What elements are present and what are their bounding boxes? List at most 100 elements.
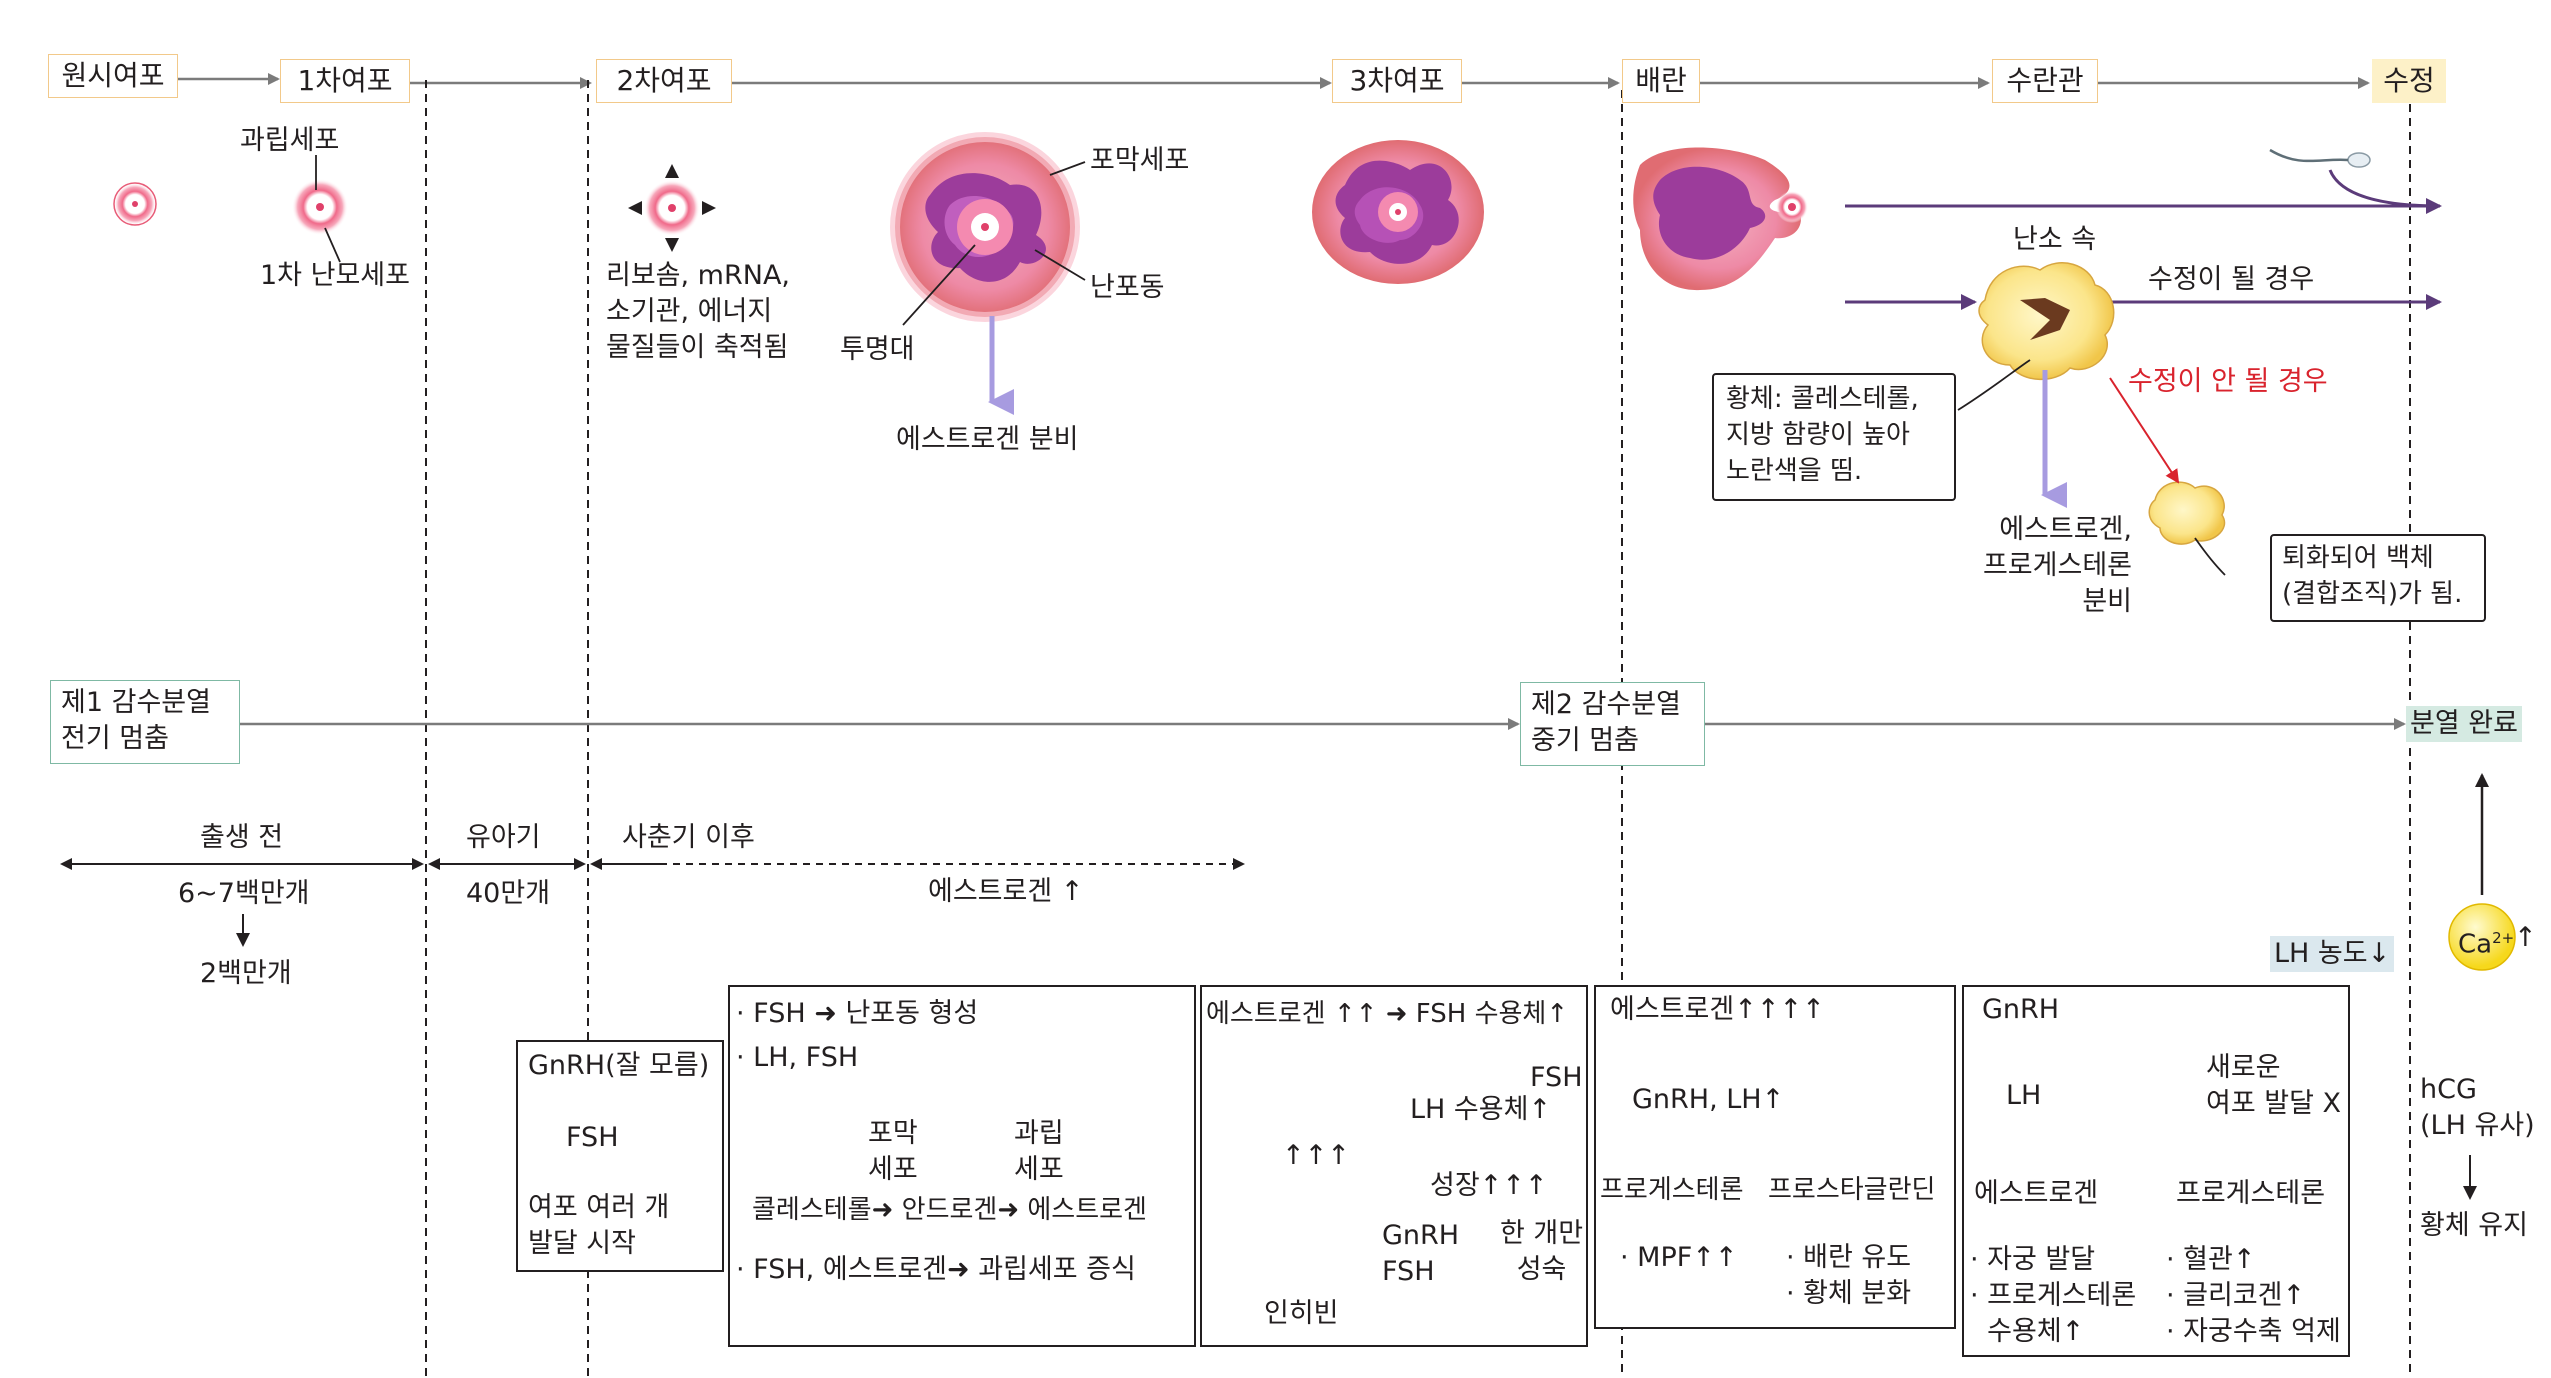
meiosis2-line: 제2 감수분열	[1531, 689, 1681, 720]
panel3-result-line: 성숙	[1516, 1254, 1567, 1285]
graafian-follicle	[1312, 140, 1484, 284]
panel1-result-line: 여포 여러 개	[528, 1192, 670, 1223]
calcium-label: Ca2+	[2458, 920, 2514, 963]
primary-follicle	[292, 179, 348, 235]
calcium-ion	[2448, 773, 2516, 971]
panel3-gnrh: GnRH	[1382, 1220, 1460, 1251]
oocyte-path-arrows	[1845, 169, 2442, 310]
childhood-label: 유아기	[466, 822, 541, 853]
panel-childhood	[516, 1040, 724, 1272]
panel5-estrogen-effect-line: · 프로게스테론	[1970, 1280, 2137, 1311]
puberty-label: 사춘기 이후	[622, 822, 755, 853]
panel2-theca: 포막 세포	[868, 1116, 918, 1188]
albicans-note-line: 퇴화되어 백체	[2282, 543, 2434, 573]
panel5-new-follicle-line: 여포 발달 X	[2206, 1088, 2342, 1119]
luteal-hormone-line: 분비	[2082, 586, 2132, 617]
panel5-gnrh: GnRH	[1982, 994, 2060, 1025]
sperm-icon	[2269, 148, 2371, 168]
meiosis2-line: 중기 멈춤	[1531, 725, 1639, 756]
stage-primordial: 원시여포	[48, 54, 178, 98]
panel4-ovulation-line: · 황체 분화	[1786, 1278, 1912, 1309]
stage-primary: 1차여포	[280, 59, 410, 103]
meiosis2-arrest-box: 제2 감수분열 중기 멈춤	[1520, 682, 1705, 766]
panel3-arrows: ↑↑↑	[1282, 1140, 1350, 1171]
panel2-line2: · LH, FSH	[736, 1042, 859, 1073]
hcg-label-line: hCG	[2420, 1074, 2477, 1105]
corpus-luteum-note-line: 노란색을 띰.	[1726, 456, 1863, 486]
panel5-new-follicle-line: 새로운	[2206, 1052, 2281, 1083]
panel3-result: 한 개만 성숙	[1500, 1216, 1583, 1288]
panel4-ovulation-line: · 배란 유도	[1786, 1242, 1912, 1273]
panel3-top: 에스트로겐 ↑↑ ➜ FSH 수용체↑	[1206, 999, 1569, 1029]
antrum-label: 난포동	[1090, 272, 1165, 303]
panel1-gnrh: GnRH(잘 모름)	[528, 1050, 710, 1081]
tertiary-follicle-antral	[890, 132, 1080, 322]
period-arrows	[60, 858, 1245, 947]
theca-cell-label: 포막세포	[1090, 145, 1190, 176]
panel5-progesterone-effect-line: · 혈관↑	[2166, 1244, 2256, 1275]
lh-level-label: LH 농도↓	[2270, 936, 2395, 972]
corpus-luteum-note-line: 황체: 콜레스테롤,	[1726, 384, 1919, 414]
panel1-result: 여포 여러 개 발달 시작	[528, 1190, 669, 1262]
corpus-albicans	[2148, 481, 2226, 545]
corpus-luteum-callout: 황체: 콜레스테롤, 지방 함량이 높아 노란색을 띰.	[1712, 373, 1956, 501]
luteal-hormone-line: 프로게스테론	[1982, 550, 2132, 581]
corpus-luteum	[1978, 262, 2115, 381]
panel5-estrogen-effect-line: 수용체↑	[1970, 1316, 2085, 1347]
panel-tertiary	[1200, 985, 1588, 1347]
panel1-fsh: FSH	[566, 1122, 619, 1153]
prenatal-label: 출생 전	[200, 822, 284, 853]
secondary-note-line: 리보솜, mRNA,	[606, 260, 790, 291]
if-not-fertilized-label: 수정이 안 될 경우	[2128, 366, 2328, 397]
panel5-progesterone-effect-line: · 글리코겐↑	[2166, 1280, 2306, 1311]
panel3-fsh-loop: FSH	[1530, 1062, 1583, 1093]
childhood-count: 40만개	[466, 878, 551, 909]
panel4-gnrh-lh: GnRH, LH↑	[1632, 1084, 1785, 1115]
stage-timeline-arrows	[178, 73, 2370, 89]
panel-secondary	[728, 985, 1196, 1347]
meiosis1-arrest-box: 제1 감수분열 전기 멈춤	[50, 680, 240, 764]
panel2-line1: · FSH ➜ 난포동 형성	[736, 998, 979, 1029]
panel2-granulosa: 과립 세포	[1014, 1116, 1064, 1188]
albicans-note-line: (결합조직)가 됨.	[2282, 579, 2463, 609]
zona-pellucida-label: 투명대	[840, 334, 915, 365]
panel4-ovulation: · 배란 유도 · 황체 분화	[1786, 1240, 1911, 1312]
panel-ovulation	[1594, 985, 1956, 1329]
secondary-note: 리보솜, mRNA, 소기관, 에너지 물질들이 축적됨	[606, 258, 790, 366]
meiosis1-line: 전기 멈춤	[61, 723, 169, 754]
puberty-estrogen-label: 에스트로겐 ↑	[928, 876, 1084, 907]
panel3-inhibin: 인히빈	[1264, 1298, 1339, 1329]
panel4-progesterone: 프로게스테론	[1600, 1175, 1744, 1205]
secondary-note-line: 물질들이 축적됨	[606, 332, 789, 363]
ovulating-follicle	[1633, 147, 1808, 291]
stage-ovulation: 배란	[1622, 59, 1700, 103]
degeneration-arrow	[2109, 377, 2180, 484]
panel4-mpf: · MPF↑↑	[1620, 1242, 1738, 1273]
panel5-progesterone: 프로게스테론	[2176, 1178, 2326, 1209]
division-complete-label: 분열 완료	[2406, 706, 2522, 742]
panel3-result-line: 한 개만	[1500, 1218, 1584, 1249]
in-ovary-label: 난소 속	[2013, 224, 2097, 255]
panel5-estrogen: 에스트로겐	[1974, 1178, 2099, 1209]
stage-oviduct: 수란관	[1992, 59, 2098, 103]
panel5-progesterone-effect-line: · 자궁수축 억제	[2166, 1316, 2341, 1347]
luteal-hormone-line: 에스트로겐,	[1999, 514, 2132, 545]
panel2-granulosa-line: 세포	[1014, 1154, 1064, 1185]
stage-fertilization: 수정	[2372, 59, 2446, 103]
meiosis1-line: 제1 감수분열	[61, 687, 211, 718]
prenatal-count: 6~7백만개	[178, 878, 310, 909]
panel5-lh: LH	[2006, 1080, 2042, 1111]
corpus-luteum-note-line: 지방 함량이 높아	[1726, 420, 1910, 450]
hcg-label-line: (LH 유사)	[2420, 1110, 2535, 1141]
estrogen-secretion-label: 에스트로겐 분비	[896, 424, 1079, 455]
secretion-arrows	[988, 316, 2067, 508]
panel3-growth: 성장↑↑↑	[1430, 1170, 1548, 1201]
luteal-hormone-label: 에스트로겐, 프로게스테론 분비	[1972, 512, 2132, 620]
calcium-charge: 2+	[2492, 929, 2515, 947]
calcium-symbol: Ca	[2458, 929, 2493, 960]
panel5-estrogen-effects: · 자궁 발달 · 프로게스테론 수용체↑	[1970, 1242, 2136, 1350]
panel2-chain: 콜레스테롤➜ 안드로겐➜ 에스트로겐	[752, 1195, 1147, 1225]
hcg-label: hCG (LH 유사)	[2420, 1072, 2535, 1144]
if-fertilized-label: 수정이 될 경우	[2148, 264, 2315, 295]
